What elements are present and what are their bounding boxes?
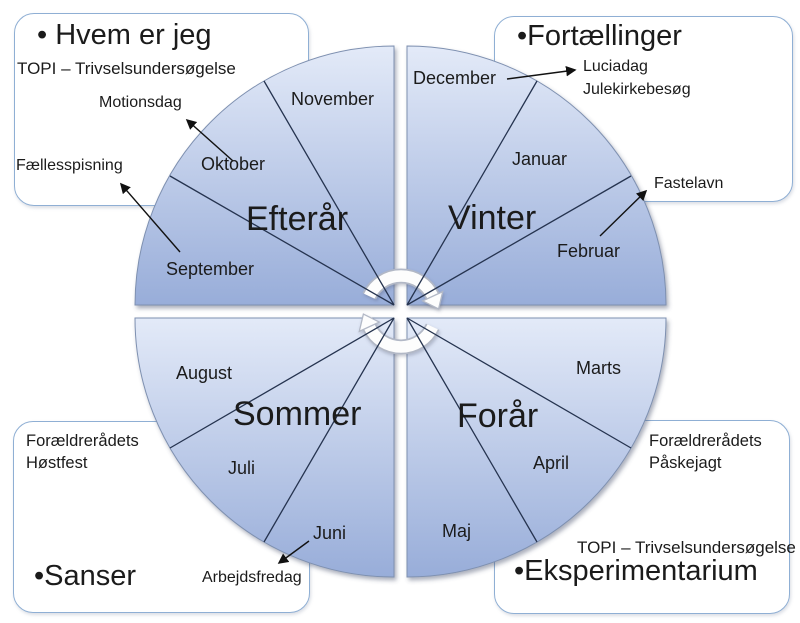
quadrant-vinter bbox=[406, 45, 667, 306]
arrow-fastelavn bbox=[599, 189, 648, 237]
quadrant-foraar bbox=[406, 317, 667, 578]
arrow-arbejdsfredag bbox=[277, 540, 310, 564]
month-label-september: September bbox=[166, 259, 255, 279]
event-arrows bbox=[119, 65, 648, 564]
event-label-motionsdag: Motionsdag bbox=[99, 94, 182, 111]
arrow-luciadag bbox=[506, 65, 577, 80]
month-label-juli: Juli bbox=[228, 458, 256, 478]
box-subtitle-topi-efteraar: TOPI – Trivselsundersøgelse bbox=[17, 59, 236, 78]
box-title-fortaellinger: •Fortællinger bbox=[517, 20, 682, 52]
month-divider-lines bbox=[169, 80, 632, 543]
event-label-fastelavn: Fastelavn bbox=[654, 175, 724, 192]
event-label-faellesspisning: Fællesspisning bbox=[16, 157, 123, 174]
month-label-februar: Februar bbox=[557, 241, 621, 261]
month-label-maj: Maj bbox=[442, 521, 472, 541]
event-label-julekirkebesoeg: Julekirkebesøg bbox=[583, 81, 691, 98]
box-subtitle-topi-foraar: TOPI – Trivselsundersøgelse bbox=[577, 538, 796, 557]
month-label-marts: Marts bbox=[576, 358, 621, 378]
quadrant-efteraar bbox=[134, 45, 395, 306]
note-line-2: Påskejagt bbox=[649, 454, 722, 472]
note-line-2: Høstfest bbox=[26, 454, 88, 472]
note-line-1: Forældrerådets bbox=[26, 432, 139, 450]
season-label-efteraar: Efterår bbox=[246, 200, 349, 238]
month-label-august: August bbox=[176, 363, 233, 383]
box-title-eksperimentarium: •Eksperimentarium bbox=[514, 555, 758, 587]
quadrant-sommer bbox=[134, 317, 395, 578]
season-label-vinter: Vinter bbox=[448, 199, 537, 237]
season-label-foraar: Forår bbox=[457, 397, 539, 435]
arrow-motionsdag bbox=[185, 118, 234, 162]
box-note-hoestfest: Forældrerådets Høstfest bbox=[26, 430, 139, 474]
month-label-april: April bbox=[533, 453, 570, 473]
month-label-juni: Juni bbox=[313, 523, 347, 543]
season-label-sommer: Sommer bbox=[233, 395, 362, 433]
cycle-arrows-icon bbox=[358, 268, 444, 355]
month-label-december: December bbox=[413, 68, 497, 88]
box-note-paaskejagt: Forældrerådets Påskejagt bbox=[649, 430, 762, 474]
box-title-sanser: •Sanser bbox=[34, 560, 137, 592]
note-line-1: Forældrerådets bbox=[649, 432, 762, 450]
month-label-oktober: Oktober bbox=[201, 154, 266, 174]
arrow-faellesspisning bbox=[119, 182, 181, 253]
month-label-november: November bbox=[291, 89, 375, 109]
box-title-hvem-er-jeg: • Hvem er jeg bbox=[37, 19, 212, 51]
event-label-arbejdsfredag: Arbejdsfredag bbox=[202, 569, 302, 586]
month-label-januar: Januar bbox=[512, 149, 568, 169]
event-label-luciadag: Luciadag bbox=[583, 58, 648, 75]
